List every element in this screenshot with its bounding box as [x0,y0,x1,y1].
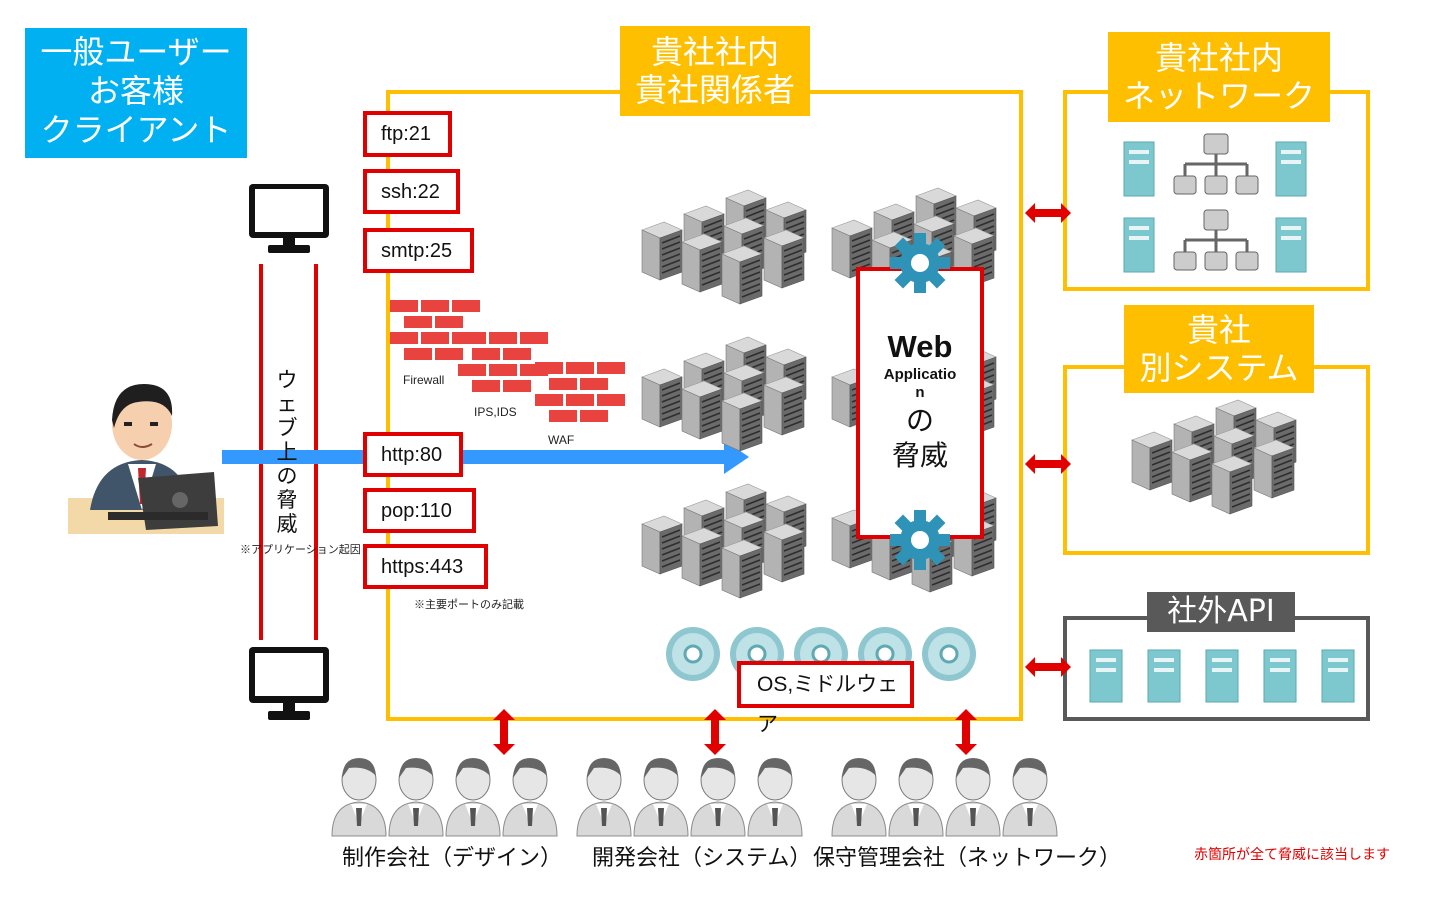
external-server-icons [1089,649,1355,703]
port-https: https:443 [363,544,488,589]
network-link-arrow [1025,203,1071,223]
internal-label: 貴社社内 貴社関係者 [620,26,810,116]
external-api-label: 社外API [1147,592,1295,632]
vertical-char: ェ [276,392,298,416]
web-threat-vertical-text: ウ ェ ブ 上 の 脅 威 [274,368,300,536]
vertical-char: 脅 [276,488,298,512]
monitor-bottom-icon [249,647,329,720]
maintenance-company-link-arrow [955,709,977,755]
design-company-link-arrow [493,709,515,755]
vertical-char: 上 [276,440,298,464]
client-label: 一般ユーザー お客様 クライアント [25,28,247,158]
port-ssh: ssh:22 [363,169,460,214]
external-api-link-arrow [1025,657,1071,677]
port-http: http:80 [363,432,463,477]
maintenance-company-label: 保守管理会社（ネットワーク） [813,846,1122,871]
waf-label: WAF [548,433,575,447]
maintenance-company-people-icon [831,758,1058,837]
firewall-label: Firewall [403,373,445,387]
internal-label-line1: 貴社社内 [650,33,779,71]
web-threat-note: ※アプリケーション起因 [240,544,361,556]
design-company-label: 制作会社（デザイン） [342,846,563,871]
footnote: 赤箇所が全て脅威に該当します [1194,847,1390,863]
gear-bottom-icon [890,510,950,570]
web-threat-line1: Web [887,329,953,364]
monitor-top-icon [249,184,329,253]
server-cluster-top-left [641,189,807,305]
network-label-line2: ネットワーク [1122,77,1315,115]
vertical-char: ウ [276,368,298,392]
dev-company-link-arrow [704,709,726,755]
web-threat-line2: Applicatio [883,366,957,383]
network-label-line1: 貴社社内 [1154,39,1283,77]
server-cluster-mid-left [641,336,807,452]
ports-note: ※主要ポートのみ記載 [414,599,524,611]
other-system-boundary [1063,365,1370,555]
port-ftp: ftp:21 [363,111,452,157]
client-label-line2: お客様 [87,72,184,110]
other-system-label-line1: 貴社 [1186,311,1251,349]
ips-ids-label: IPS,IDS [474,405,517,419]
port-smtp: smtp:25 [363,228,474,273]
dev-company-label: 開発会社（システム） [592,846,812,871]
waf-wall-icon [535,362,625,422]
web-application-threat-box [856,267,984,539]
port-pop: pop:110 [363,488,476,533]
os-middleware-label: OS,ミドルウェア [737,661,914,736]
server-cluster-other-system [1131,399,1297,515]
client-label-line1: 一般ユーザー [40,33,232,71]
web-threat-line4: の [905,404,934,437]
internal-label-line2: 貴社関係者 [634,71,795,109]
client-label-line3: クライアント [40,111,232,149]
dev-company-people-icon [576,758,803,837]
other-system-label: 貴社 別システム [1124,305,1314,393]
http-request-arrow [222,440,749,474]
server-cluster-bottom-left [641,483,807,599]
network-label: 貴社社内 ネットワーク [1108,32,1330,122]
web-threat-line5: 脅威 [891,439,948,472]
web-threat-text: Web Applicatio n の 脅威 [860,328,980,474]
web-threat-line3: n [915,384,925,401]
network-diagram-icon [1123,133,1307,273]
other-system-label-line2: 別システム [1139,349,1299,387]
vertical-char: ブ [276,416,298,440]
other-system-link-arrow [1025,454,1071,474]
design-company-people-icon [331,758,558,837]
gear-top-icon [890,233,950,293]
vertical-char: 威 [276,512,298,536]
user-at-laptop-icon [68,384,224,534]
vertical-char: の [276,464,298,488]
